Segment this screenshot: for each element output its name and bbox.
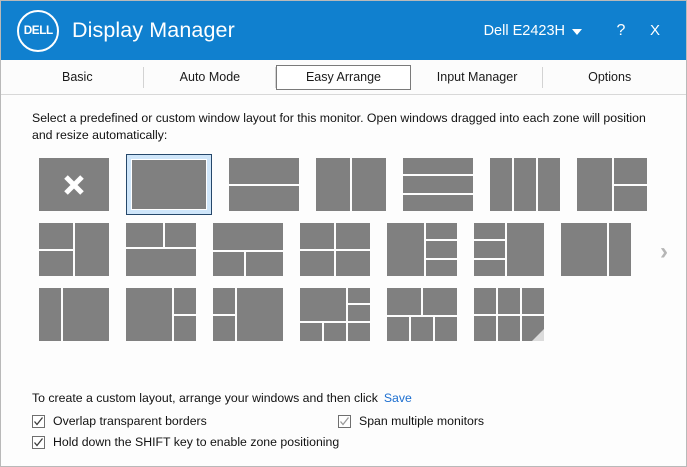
layout-row-1 xyxy=(39,154,686,215)
dell-logo-text: DELL xyxy=(23,24,53,37)
title-bar: DELL Display Manager Dell E2423H ? X xyxy=(1,1,686,60)
help-button[interactable]: ? xyxy=(616,21,626,39)
layout-tile-three-left-plus-right[interactable] xyxy=(474,223,544,276)
close-button[interactable]: X xyxy=(649,22,660,39)
layout-tile-two-rows[interactable] xyxy=(229,158,299,211)
layout-row-3 xyxy=(39,288,686,341)
brand: DELL Display Manager xyxy=(17,9,235,52)
option-span-multiple-monitors: Span multiple monitors xyxy=(338,414,484,428)
save-link[interactable]: Save xyxy=(383,391,412,405)
layout-tile-two-columns[interactable] xyxy=(316,158,386,211)
tab-strip: Basic Auto Mode Easy Arrange Input Manag… xyxy=(1,60,686,95)
layout-tile-left-plus-three-right[interactable] xyxy=(387,223,457,276)
layout-tile-two-left-big-right[interactable] xyxy=(213,288,283,341)
layout-tile-three-columns[interactable] xyxy=(490,158,560,211)
dell-logo-icon: DELL xyxy=(17,9,59,52)
next-page-arrow-icon[interactable]: › xyxy=(660,238,668,265)
tab-basic[interactable]: Basic xyxy=(11,65,144,90)
layout-tile-left-plus-two-right[interactable] xyxy=(577,158,647,211)
tab-input-manager[interactable]: Input Manager xyxy=(411,65,544,90)
layout-tile-none-x[interactable] xyxy=(39,158,109,211)
overlap-transparent-borders-checkbox[interactable] xyxy=(32,414,45,428)
option-row-1: Overlap transparent borders Span multipl… xyxy=(32,414,686,428)
title-bar-controls: Dell E2423H ? X xyxy=(478,20,672,42)
layout-tile-top-plus-two-bottom[interactable] xyxy=(213,223,283,276)
shift-key-zone-positioning-label: Hold down the SHIFT key to enable zone p… xyxy=(53,435,340,449)
span-multiple-monitors-label: Span multiple monitors xyxy=(359,414,485,428)
span-multiple-monitors-checkbox[interactable] xyxy=(338,414,351,428)
layout-tile-two-top-plus-bottom[interactable] xyxy=(126,223,196,276)
footer-options: To create a custom layout, arrange your … xyxy=(1,391,686,466)
instructions-text: Select a predefined or custom window lay… xyxy=(32,111,646,142)
tab-auto-mode[interactable]: Auto Mode xyxy=(144,65,277,90)
layout-tile-narrow-left-wide-right[interactable] xyxy=(39,288,109,341)
layout-tile-two-columns-uneven[interactable] xyxy=(561,223,631,276)
layout-tile-three-by-two-grid[interactable] xyxy=(474,288,544,341)
layout-row-2: › xyxy=(39,223,686,276)
layout-tile-single-zone[interactable] xyxy=(126,154,212,215)
overlap-transparent-borders-label: Overlap transparent borders xyxy=(53,414,207,428)
chevron-down-icon xyxy=(572,28,582,35)
layout-tile-three-rows[interactable] xyxy=(403,158,473,211)
tab-options[interactable]: Options xyxy=(588,69,632,84)
layout-tile-complex-six-zone[interactable] xyxy=(300,288,370,341)
save-layout-text: To create a custom layout, arrange your … xyxy=(32,391,378,405)
app-title: Display Manager xyxy=(72,18,235,42)
layout-tile-two-top-three-bottom[interactable] xyxy=(387,288,457,341)
option-row-2: Hold down the SHIFT key to enable zone p… xyxy=(32,435,686,449)
layout-tile-two-by-two-grid[interactable] xyxy=(300,223,370,276)
layout-tile-big-left-two-right[interactable] xyxy=(126,288,196,341)
layout-tile-two-left-plus-right[interactable] xyxy=(39,223,109,276)
save-layout-line: To create a custom layout, arrange your … xyxy=(32,391,686,405)
tab-easy-arrange[interactable]: Easy Arrange xyxy=(276,64,411,90)
monitor-selector-label: Dell E2423H xyxy=(483,22,565,39)
monitor-selector[interactable]: Dell E2423H xyxy=(478,20,588,42)
shift-key-zone-positioning-checkbox[interactable] xyxy=(32,435,45,449)
layout-grid: › xyxy=(1,144,686,391)
